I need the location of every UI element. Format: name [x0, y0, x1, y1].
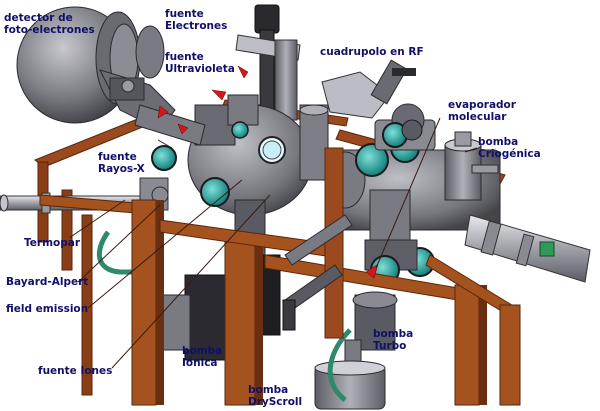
label-ultravioleta-1: fuente — [165, 51, 204, 63]
arrow-xray — [177, 123, 189, 135]
label-ionica-2: Iónica — [182, 357, 218, 369]
label-ionica-1: bomba — [182, 345, 222, 357]
label-dryscroll-2: DryScroll — [248, 396, 302, 408]
cryogenic-pump — [444, 131, 499, 201]
label-evaporador-2: molecular — [448, 111, 507, 123]
label-bayard-alpert: Bayard-Alpert — [6, 276, 88, 288]
labels: detector de foto-electrones fuente Elect… — [4, 8, 541, 408]
label-criogenica-2: Criogénica — [478, 148, 541, 160]
label-ultravioleta-2: Ultravioleta — [165, 63, 235, 75]
wooden-frame-front — [39, 147, 521, 406]
main-chamber — [134, 4, 313, 261]
arrow-electrones — [237, 65, 249, 79]
red-arrows — [157, 65, 379, 279]
right-tube — [464, 214, 591, 283]
label-dryscroll-1: bomba — [248, 384, 288, 396]
leader-lines — [69, 117, 478, 369]
label-detector-1: detector de — [4, 12, 73, 24]
label-fuente-iones: fuente Iones — [38, 365, 112, 377]
label-electrones-2: Electrones — [165, 20, 227, 32]
label-detector-2: foto-electrones — [4, 24, 95, 36]
arrow-evaporator — [365, 263, 379, 279]
label-cuadrupolo: cuadrupolo en RF — [320, 46, 424, 58]
label-turbo-2: Turbo — [373, 340, 406, 352]
diagonal-ports — [282, 214, 353, 331]
label-field-emission: field emission — [6, 303, 88, 315]
label-electrones-1: fuente — [165, 8, 204, 20]
label-termopar: Termopar — [24, 237, 81, 249]
dryscroll-pump — [314, 360, 386, 410]
label-criogenica-1: bomba — [478, 136, 518, 148]
arrow-detector — [157, 105, 169, 119]
label-rayosx-1: fuente — [98, 151, 137, 163]
turbo-pump — [344, 291, 398, 381]
label-turbo-1: bomba — [373, 328, 413, 340]
arrow-ultraviolet — [211, 89, 227, 101]
rf-quadrupole — [299, 59, 416, 181]
label-evaporador-1: evaporador — [448, 99, 517, 111]
label-rayosx-2: Rayos-X — [98, 163, 145, 175]
